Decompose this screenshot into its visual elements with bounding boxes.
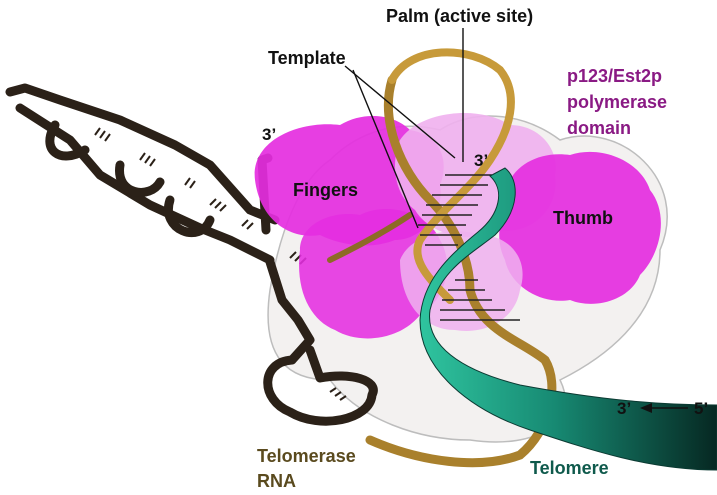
telomere-5prime-label: 5’ — [694, 399, 708, 418]
domain-label-line2: polymerase — [567, 92, 667, 112]
gold-strand-back — [365, 75, 557, 468]
thumb-domain — [499, 151, 661, 304]
active-site-3prime-label: 3’ — [474, 151, 488, 170]
telomerase-rna-label-line2: RNA — [257, 471, 296, 491]
domain-label-line3: domain — [567, 118, 631, 138]
helix-rungs — [418, 174, 520, 321]
palm-domain — [299, 209, 448, 339]
rna-basepairs — [94, 127, 347, 401]
telomerase-rna-label-line1: Telomerase — [257, 446, 356, 466]
thumb-label: Thumb — [553, 208, 613, 228]
telomerase-rna — [5, 83, 378, 426]
rna-lower-stem — [265, 257, 315, 365]
rna-bottom-loop — [263, 345, 378, 426]
protein-domains — [254, 113, 661, 339]
rna-long-arm-upper — [5, 83, 280, 225]
template-pointer-b — [352, 69, 419, 229]
palm-label: Palm (active site) — [386, 6, 533, 26]
template-pointer-a — [344, 65, 456, 159]
telomere-3prime-label: 3’ — [617, 399, 631, 418]
rna-loop-3 — [163, 195, 215, 238]
rna-helix-gold — [327, 48, 557, 468]
telomere-strand — [419, 167, 717, 471]
fingers-label: Fingers — [293, 180, 358, 200]
rna-3prime-label: 3’ — [262, 125, 276, 144]
domain-label-line1: p123/Est2p — [567, 66, 662, 86]
rna-loop-1 — [45, 120, 90, 161]
telomere-label: Telomere — [530, 458, 609, 478]
direction-arrow — [640, 403, 688, 413]
gold-strand-front — [388, 48, 515, 304]
rna-long-arm-lower — [15, 103, 275, 265]
pointer-lines — [344, 28, 464, 229]
gold-strand-left — [327, 212, 413, 263]
template-label: Template — [268, 48, 346, 68]
rna-loop-2 — [115, 160, 165, 197]
